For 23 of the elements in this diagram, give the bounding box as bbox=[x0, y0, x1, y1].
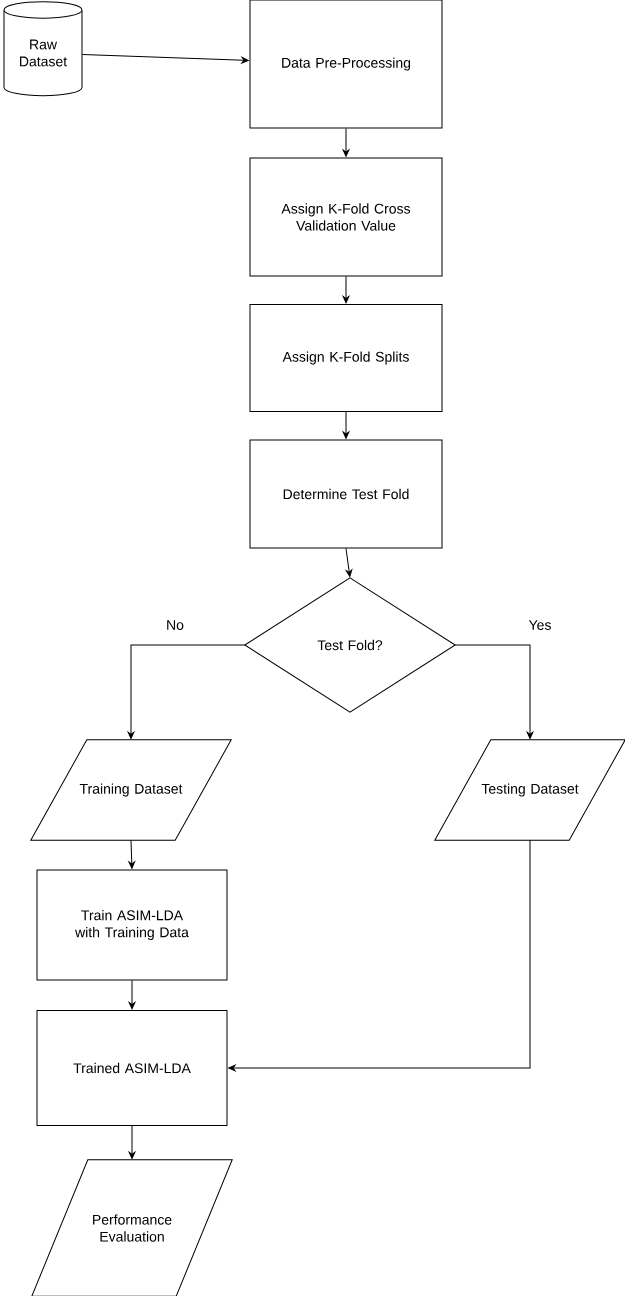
arrow bbox=[228, 839, 531, 1072]
arrow bbox=[128, 839, 136, 869]
arrow bbox=[342, 411, 350, 439]
data-parallelogram: Testing Dataset bbox=[434, 739, 625, 841]
data-parallelogram: Performance Evaluation bbox=[31, 1159, 233, 1296]
arrow bbox=[128, 980, 136, 1010]
branch-label: Yes bbox=[528, 620, 551, 630]
process-box: Assign K-Fold Cross Validation Value bbox=[249, 157, 443, 277]
arrow bbox=[342, 128, 350, 157]
process-box: Assign K-Fold Splits bbox=[249, 304, 443, 412]
arrow bbox=[82, 53, 249, 64]
process-box: Determine Test Fold bbox=[249, 439, 443, 549]
data-parallelogram: Training Dataset bbox=[30, 739, 232, 841]
branch-label: No bbox=[167, 620, 184, 630]
process-box: Train ASIM-LDA with Training Data bbox=[36, 869, 228, 981]
database-cylinder: Raw Dataset bbox=[3, 1, 83, 97]
arrow bbox=[342, 276, 350, 304]
arrow bbox=[128, 1125, 136, 1160]
arrow bbox=[127, 644, 246, 740]
process-box: Trained ASIM-LDA bbox=[36, 1010, 228, 1126]
process-box: Data Pre-Processing bbox=[249, 0, 443, 129]
arrow bbox=[454, 644, 534, 740]
arrow bbox=[345, 548, 353, 578]
